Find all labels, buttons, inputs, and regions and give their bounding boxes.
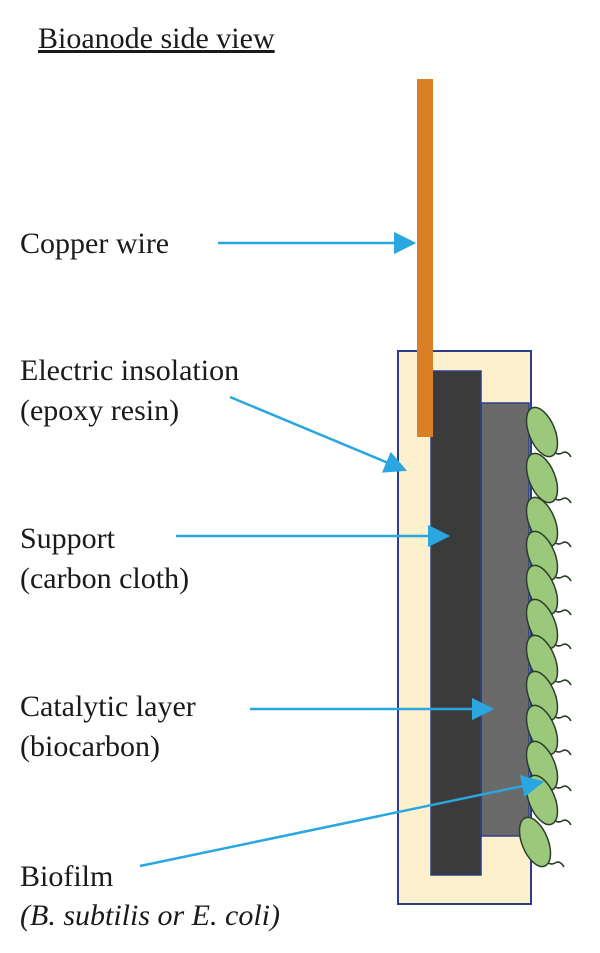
label-catalytic-layer: Catalytic layer (20, 690, 196, 723)
carbon-cloth-support (430, 370, 482, 876)
label-support-detail: (carbon cloth) (20, 562, 189, 595)
arrow-biofilm (139, 775, 545, 868)
arrow-insulation (229, 395, 408, 473)
label-support: Support (20, 522, 116, 555)
catalytic-layer (480, 402, 530, 837)
label-biofilm: Biofilm (20, 860, 113, 893)
label-insulation: Electric insolation (20, 354, 239, 387)
bacterium-cell (525, 406, 559, 458)
label-insulation-detail: (epoxy resin) (20, 394, 179, 427)
diagram-title: Bioanode side view (38, 22, 275, 55)
copper-wire (417, 79, 433, 437)
bacterium-cell (518, 816, 552, 868)
label-catalytic-detail: (biocarbon) (20, 730, 160, 763)
label-biofilm-detail: (B. subtilis or E. coli) (20, 899, 280, 932)
bacterium-cell (525, 452, 559, 504)
label-copper-wire: Copper wire (20, 227, 169, 260)
